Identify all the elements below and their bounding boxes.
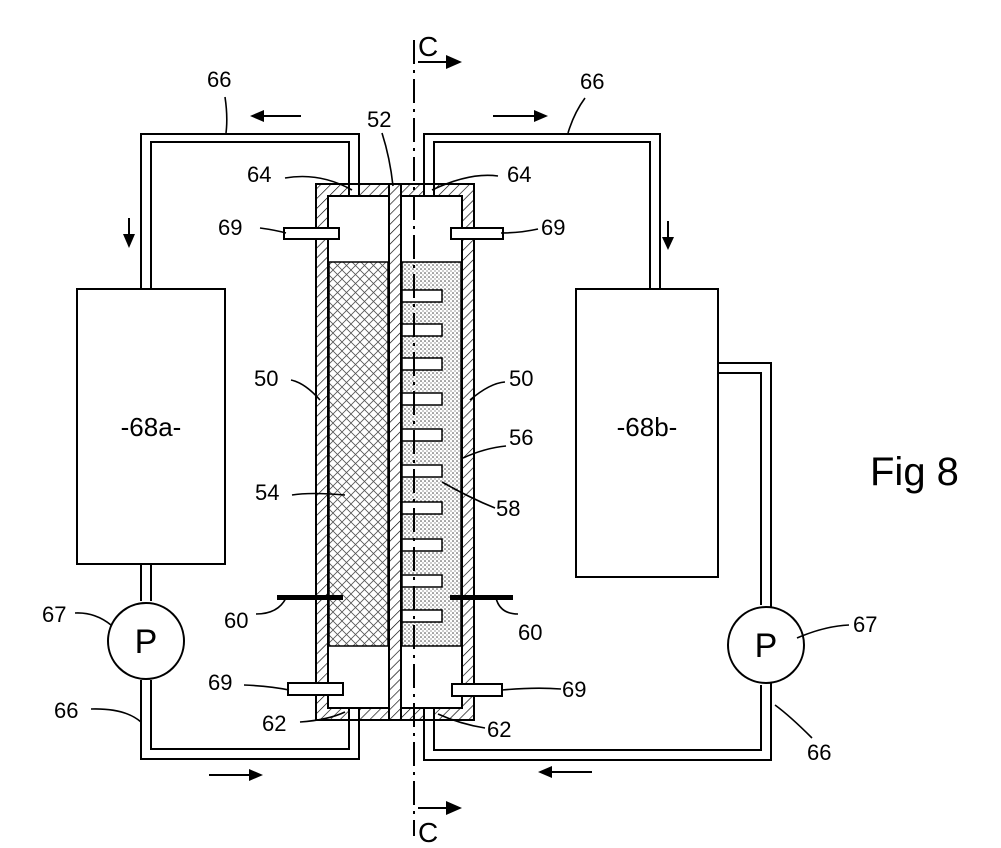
label-69-bottom-right: 69	[562, 677, 586, 702]
label-69-bottom-left: 69	[208, 670, 232, 695]
label-64-right: 64	[507, 162, 531, 187]
label-60-left: 60	[224, 608, 248, 633]
leader-69-top-right	[501, 229, 538, 233]
port-62-right	[424, 708, 434, 720]
leader-60-left	[256, 598, 286, 614]
tank-68a-label: -68a-	[121, 412, 182, 442]
bracket-60-left	[277, 595, 343, 600]
chamber-56-fill	[402, 262, 461, 646]
leader-60-right	[496, 598, 518, 614]
label-56: 56	[509, 425, 533, 450]
label-50-right: 50	[509, 366, 533, 391]
label-66-top-right: 66	[580, 69, 604, 94]
fin	[402, 465, 442, 477]
label-69-top-left: 69	[218, 215, 242, 240]
fin	[402, 429, 442, 441]
label-50-left: 50	[254, 366, 278, 391]
flow-arrowhead-bottom-right	[538, 766, 552, 778]
leader-66-bottom-left	[91, 709, 141, 722]
label-66-top-left: 66	[207, 67, 231, 92]
flow-arrowhead-top-right	[534, 110, 548, 122]
flow-arrowhead-top-left	[250, 110, 264, 122]
label-67-left: 67	[42, 602, 66, 627]
bracket-60-right	[450, 595, 513, 600]
section-arrowhead-top	[446, 55, 462, 69]
section-arrowhead-bottom	[446, 801, 462, 815]
label-64-left: 64	[247, 162, 271, 187]
fin	[402, 393, 442, 405]
leader-67-right	[797, 625, 849, 638]
section-marker-top: C	[418, 31, 438, 62]
fin	[402, 575, 442, 587]
label-54: 54	[255, 480, 279, 505]
flow-arrowhead-bottom-left	[249, 769, 263, 781]
label-52: 52	[367, 107, 391, 132]
leader-66-top-left	[225, 97, 227, 133]
section-marker-bottom: C	[418, 817, 438, 848]
membrane-52	[389, 184, 401, 720]
leader-69-top-left	[260, 228, 286, 233]
label-67-right: 67	[853, 612, 877, 637]
figure-caption: Fig 8	[870, 450, 959, 494]
pump-left-symbol: P	[135, 623, 158, 661]
port-62-left	[349, 708, 359, 720]
chamber-54-fill	[329, 262, 388, 646]
fin	[402, 539, 442, 551]
label-66-bottom-right: 66	[807, 740, 831, 765]
leader-69-bottom-right	[502, 688, 561, 690]
heater-top-right	[451, 228, 503, 239]
heater-bottom-left	[288, 683, 343, 695]
label-69-top-right: 69	[541, 215, 565, 240]
leader-66-bottom-right	[775, 705, 812, 738]
leader-69-bottom-left	[244, 685, 289, 690]
label-60-right: 60	[518, 620, 542, 645]
tank-68b-label: -68b-	[617, 412, 678, 442]
pipe-68b-to-pump-outer	[718, 363, 771, 608]
fin	[402, 358, 442, 370]
label-58: 58	[496, 496, 520, 521]
leader-66-top-right	[568, 98, 585, 133]
label-62-left: 62	[262, 711, 286, 736]
label-66-bottom-left: 66	[54, 698, 78, 723]
leader-50-right	[470, 382, 505, 400]
leader-52	[382, 133, 393, 186]
flow-arrowhead-right-down	[662, 237, 674, 250]
fin	[402, 324, 442, 336]
label-62-right: 62	[487, 717, 511, 742]
pipe-68b-to-pump-inner	[718, 373, 761, 605]
fin	[402, 502, 442, 514]
fin	[402, 290, 442, 302]
pump-right-symbol: P	[755, 627, 778, 665]
fin	[402, 610, 442, 622]
flow-arrowhead-left-down	[123, 234, 135, 248]
heater-top-left	[284, 228, 339, 239]
leader-67-left	[75, 613, 111, 625]
heater-bottom-right	[452, 684, 502, 696]
